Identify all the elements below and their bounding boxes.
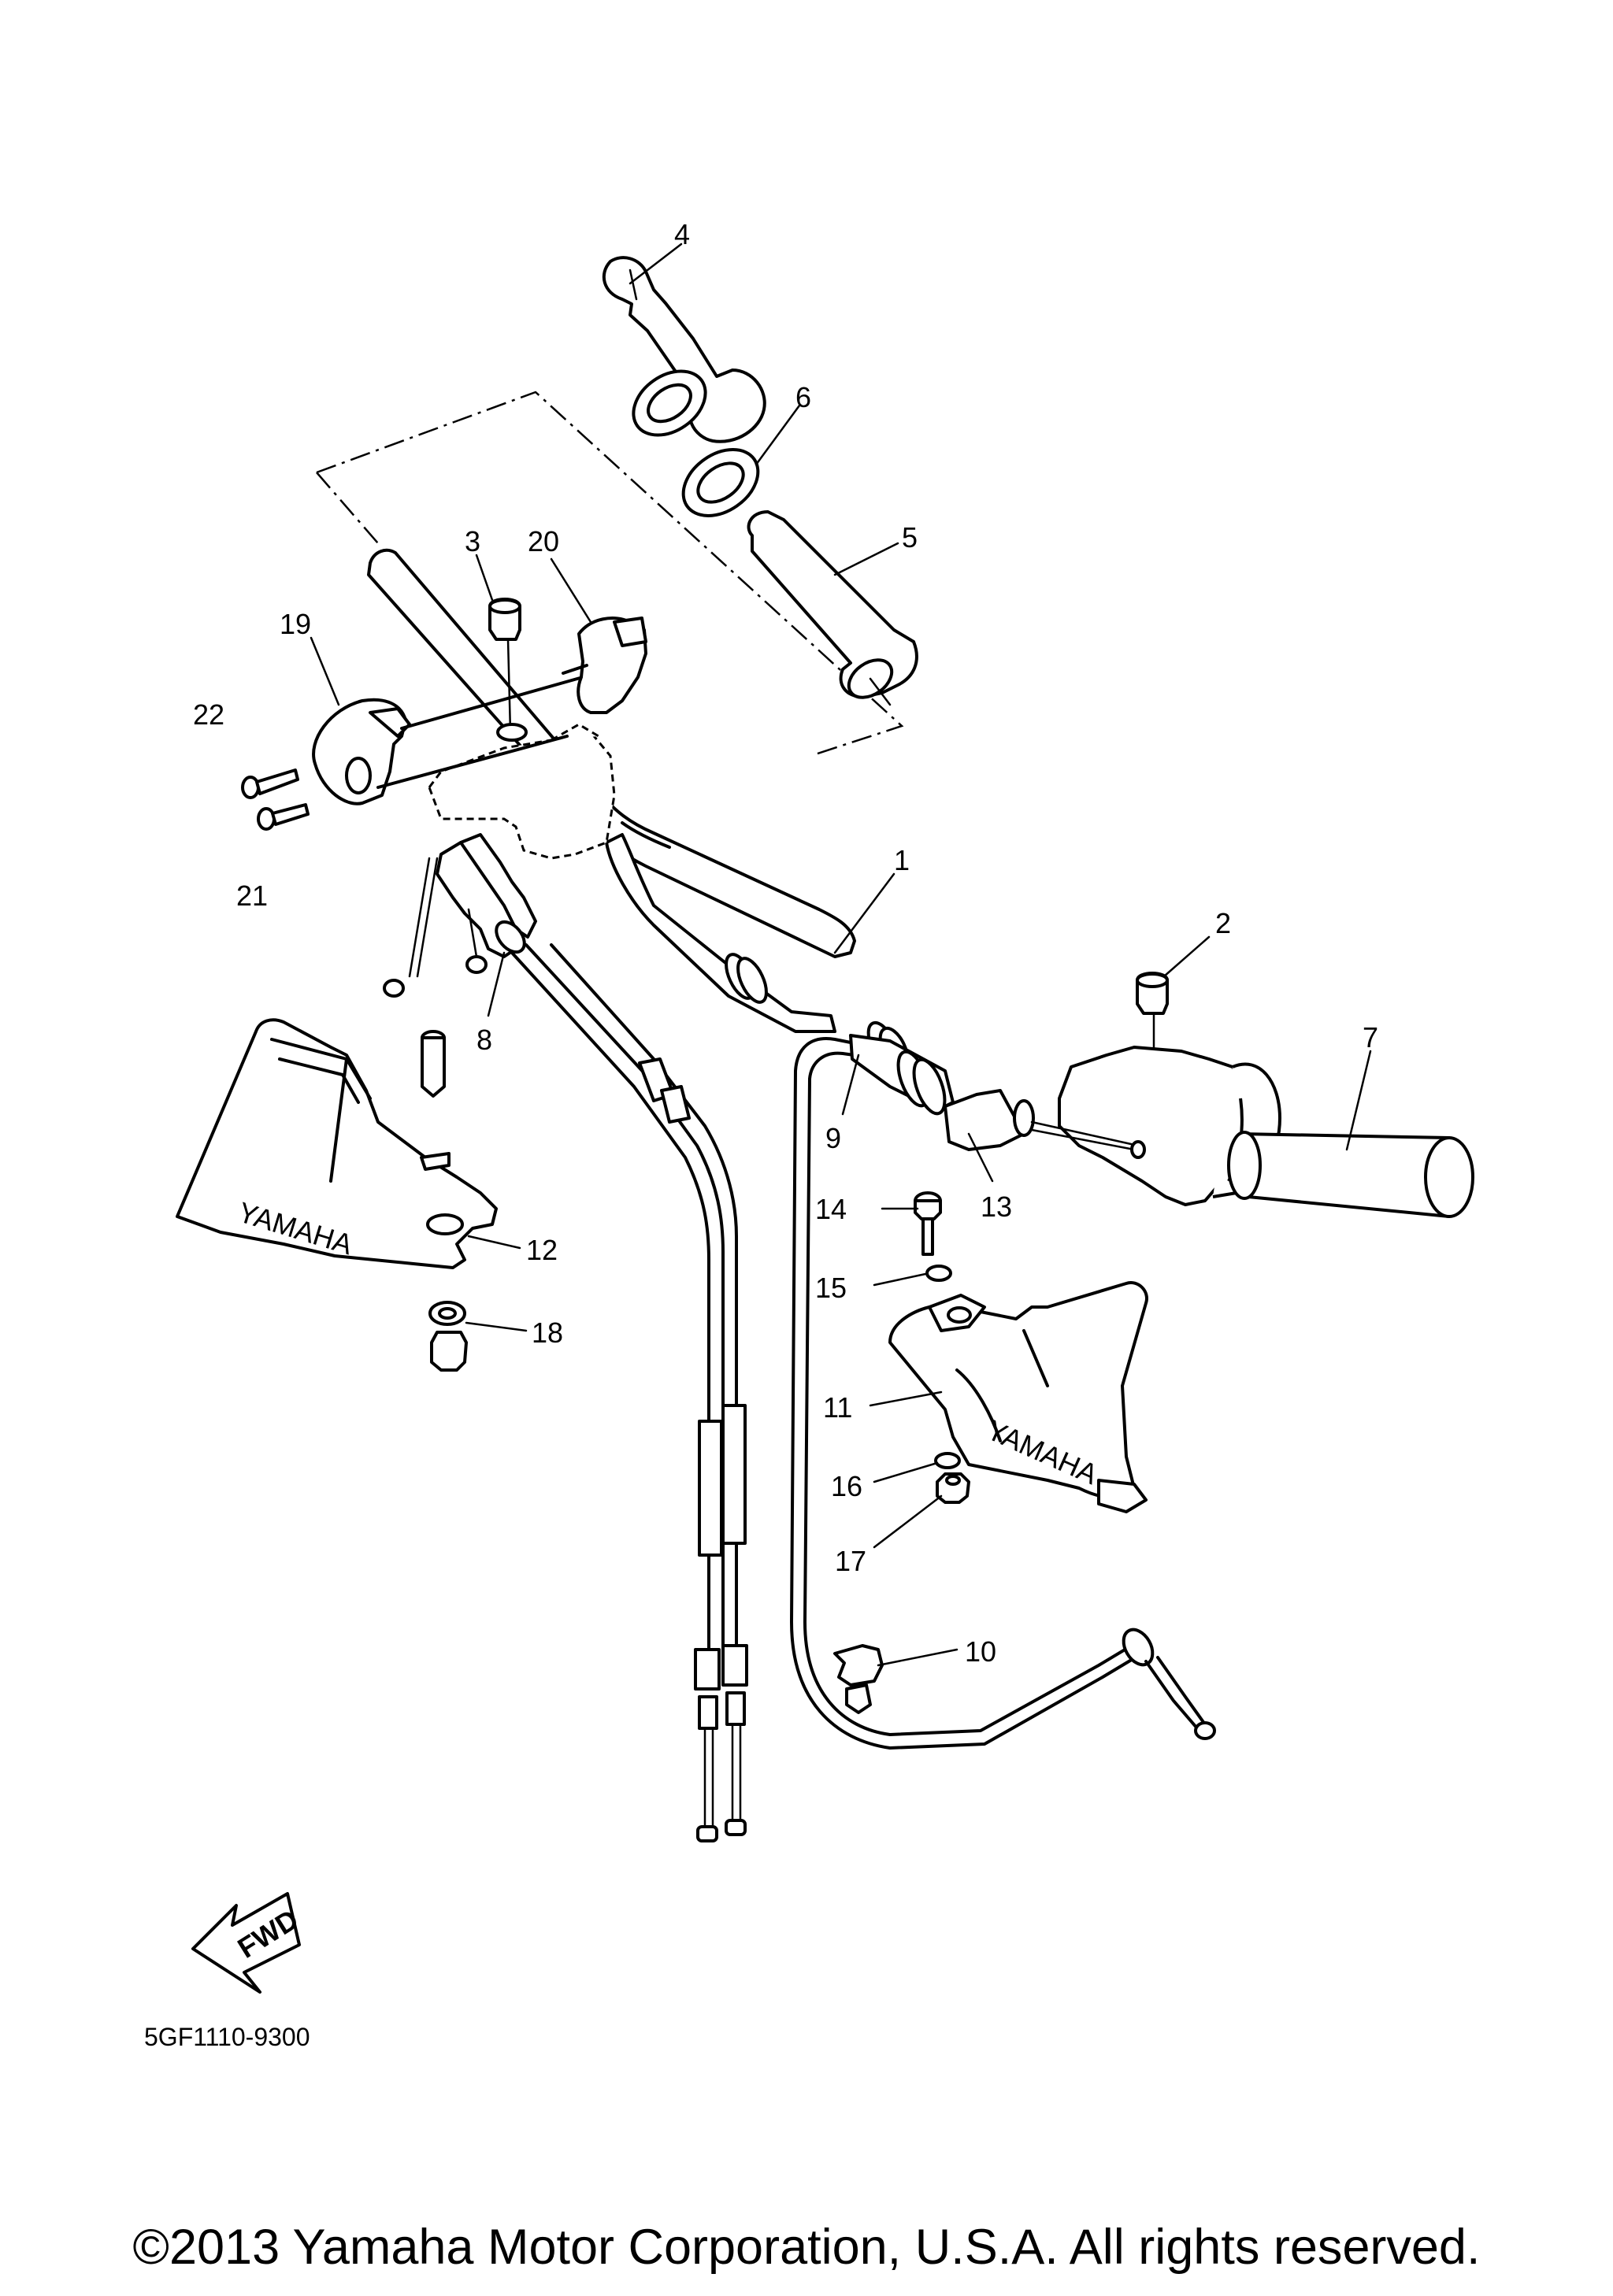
bolt-14 bbox=[914, 1191, 942, 1256]
hand-guard-12: YAMAHA bbox=[176, 1018, 498, 1269]
washer-15 bbox=[925, 1265, 952, 1282]
plug-2 bbox=[1136, 972, 1169, 1049]
plug-3 bbox=[488, 598, 528, 742]
part-label-20: 20 bbox=[528, 525, 559, 557]
reference-frame bbox=[316, 391, 904, 756]
washer-16 bbox=[934, 1452, 961, 1469]
copyright-notice: ©2013 Yamaha Motor Corporation, U.S.A. A… bbox=[132, 2220, 1481, 2275]
part-label-9: 9 bbox=[825, 1122, 841, 1154]
part-label-1: 1 bbox=[894, 844, 910, 876]
ring-6 bbox=[681, 448, 760, 517]
part-label-19: 19 bbox=[280, 608, 311, 640]
part-label-8: 8 bbox=[476, 1024, 492, 1056]
holder-19 bbox=[312, 676, 584, 805]
part-label-18: 18 bbox=[532, 1316, 563, 1349]
clip-10 bbox=[833, 1644, 884, 1714]
part-label-15: 15 bbox=[815, 1272, 847, 1304]
grip-4 bbox=[602, 256, 766, 443]
part-label-6: 6 bbox=[795, 381, 811, 413]
cables-8 bbox=[383, 833, 748, 1842]
handlebar-1 bbox=[367, 548, 910, 1072]
throttle-tube-5 bbox=[747, 510, 918, 706]
nut-17 bbox=[936, 1472, 970, 1504]
part-label-3: 3 bbox=[465, 525, 480, 557]
part-label-13: 13 bbox=[981, 1191, 1012, 1223]
switch-and-grip-7 bbox=[1058, 1046, 1474, 1218]
part-label-16: 16 bbox=[831, 1470, 862, 1502]
screw-22 bbox=[241, 768, 299, 799]
part-label-2: 2 bbox=[1215, 907, 1231, 939]
fwd-arrow-icon: FWD bbox=[191, 1892, 304, 1994]
part-label-22: 22 bbox=[193, 698, 224, 731]
part-label-10: 10 bbox=[965, 1635, 996, 1668]
hand-guard-11: YAMAHA bbox=[888, 1281, 1148, 1513]
diagram-code: 5GF1110-9300 bbox=[144, 2023, 310, 2051]
part-label-14: 14 bbox=[815, 1193, 847, 1225]
part-label-12: 12 bbox=[526, 1234, 558, 1266]
part-label-11: 11 bbox=[823, 1391, 852, 1424]
part-label-7: 7 bbox=[1363, 1021, 1378, 1054]
part-labels: 4 6 5 3 20 19 22 21 1 2 7 8 9 13 14 15 1… bbox=[193, 218, 1378, 1668]
leader-lines bbox=[310, 243, 1372, 1667]
part-label-5: 5 bbox=[902, 521, 918, 554]
part-label-4: 4 bbox=[674, 218, 690, 250]
adjuster-13 bbox=[944, 1089, 1146, 1159]
screw-21 bbox=[257, 803, 310, 831]
nut-18 bbox=[428, 1301, 468, 1372]
throttle-cable-9 bbox=[790, 1034, 1216, 1750]
part-label-21: 21 bbox=[236, 880, 268, 912]
part-label-17: 17 bbox=[835, 1545, 866, 1577]
holder-20 bbox=[562, 617, 647, 714]
